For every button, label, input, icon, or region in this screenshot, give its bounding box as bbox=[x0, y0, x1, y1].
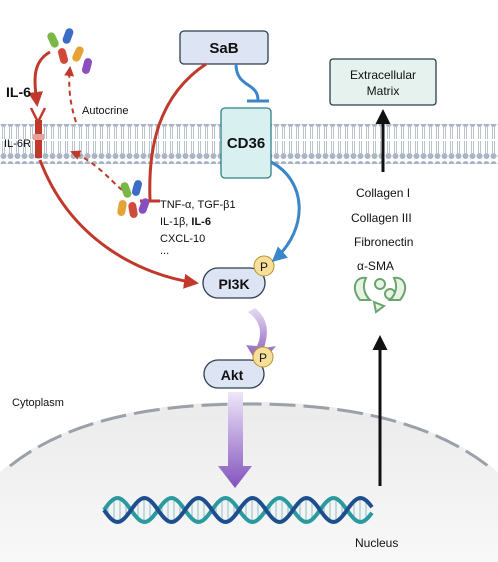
alpha-sma-icon bbox=[353, 276, 407, 314]
il6r-label: IL-6R bbox=[4, 138, 31, 150]
akt-node bbox=[203, 359, 265, 389]
akt-phospho-label: P bbox=[259, 351, 267, 365]
ecm-protein-fibronectin: Fibronectin bbox=[354, 235, 413, 249]
sab-inhibits-cd36 bbox=[234, 63, 260, 101]
akt-phospho-badge bbox=[252, 346, 274, 368]
ecm-label-line2: Matrix bbox=[367, 84, 400, 98]
sab-label: SaB bbox=[209, 40, 238, 57]
cytokine-list-line4: ... bbox=[160, 245, 169, 257]
ecm-protein-collagen-iii: Collagen III bbox=[351, 211, 412, 225]
sab-node bbox=[179, 30, 269, 65]
sab-inhibits-cytokines bbox=[148, 62, 207, 201]
ecm-protein-alpha-sma: α-SMA bbox=[357, 259, 394, 273]
pi3k-label: PI3K bbox=[218, 276, 249, 292]
pi3k-phospho-badge bbox=[253, 255, 275, 277]
il6-receptor-icon bbox=[29, 107, 47, 158]
cytokine-list-line1: TNF-α, TGF-β1 bbox=[160, 199, 236, 211]
cytokine-list-line2: IL-1β, IL-6 bbox=[160, 216, 211, 228]
cytokine-cluster-top-icon bbox=[47, 28, 93, 74]
ecm-protein-collagen-i: Collagen I bbox=[356, 186, 410, 200]
ecm-label-line1: Extracellular bbox=[350, 68, 416, 82]
il6-to-receptor-arrow bbox=[28, 50, 51, 107]
cd36-label: CD36 bbox=[227, 135, 265, 152]
akt-label: Akt bbox=[221, 367, 244, 383]
dna-helix-icon bbox=[102, 495, 374, 525]
cytoplasm-label: Cytoplasm bbox=[12, 397, 64, 409]
cytokine-cluster-inner-icon bbox=[117, 180, 150, 218]
nuclear-envelope bbox=[9, 402, 489, 468]
cd36-node bbox=[220, 107, 272, 179]
pi3k-node bbox=[202, 267, 266, 299]
autocrine-secretion-arrow bbox=[70, 150, 123, 191]
nucleus-label: Nucleus bbox=[355, 536, 398, 550]
il6-label: IL-6 bbox=[6, 84, 31, 100]
autocrine-up-arrow bbox=[64, 66, 77, 123]
cytokine-list-line3: CXCL-10 bbox=[160, 233, 205, 245]
pi3k-phospho-label: P bbox=[260, 260, 268, 274]
cd36-to-pi3k-arrow bbox=[270, 160, 301, 262]
ecm-node bbox=[329, 58, 437, 106]
akt-to-nucleus-arrow bbox=[218, 392, 252, 488]
nucleus-region bbox=[0, 402, 498, 562]
il6r-to-pi3k-arrow bbox=[38, 159, 199, 289]
autocrine-label: Autocrine bbox=[82, 105, 128, 117]
